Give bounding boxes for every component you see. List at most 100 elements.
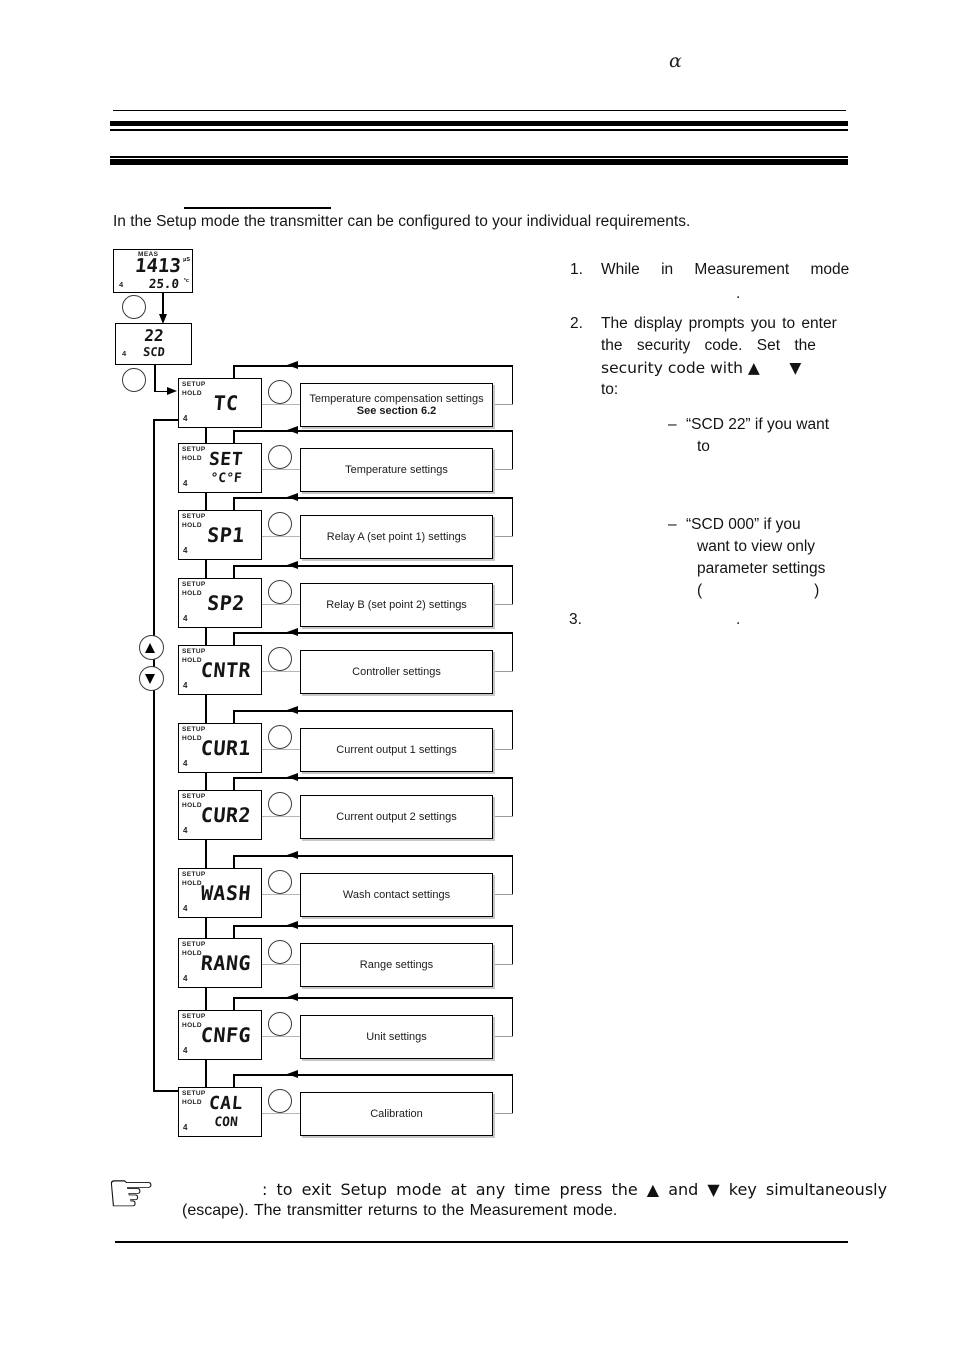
- enter-button[interactable]: [268, 647, 292, 671]
- setup-annunciator: SETUP: [182, 648, 206, 655]
- enter-button[interactable]: [268, 792, 292, 816]
- return-line-stub: [493, 670, 513, 673]
- bullet-2-line1: “SCD 000” if you: [686, 516, 801, 533]
- display-desc-connector: [262, 963, 300, 966]
- setup-annunciator: SETUP: [182, 726, 206, 733]
- bullet-2-line4: ( ): [697, 582, 820, 599]
- hold-annunciator: HOLD: [182, 455, 203, 462]
- return-line-stub: [493, 1035, 513, 1038]
- return-line: [233, 565, 513, 567]
- security-code-display: 22 SCD 4: [115, 323, 192, 365]
- return-line-right: [511, 1074, 513, 1114]
- instruction-1-period: .: [736, 285, 741, 302]
- enter-key-button[interactable]: [122, 368, 146, 392]
- conductivity-unit: µS: [183, 257, 190, 263]
- enter-button[interactable]: [268, 445, 292, 469]
- left-arrowhead-icon: [287, 425, 298, 434]
- down-arrow-icon: [145, 673, 156, 684]
- lcd-badge: 4: [183, 546, 188, 555]
- lcd-sub-text: CON: [213, 1115, 239, 1130]
- desc-box: Current output 2 settings: [300, 795, 493, 839]
- lcd-badge: 4: [183, 974, 188, 983]
- return-line-stub: [493, 748, 513, 751]
- flow-line-down: [162, 293, 164, 316]
- setup-annunciator: SETUP: [182, 871, 206, 878]
- desc-text: Current output 2 settings: [336, 811, 457, 823]
- enter-button[interactable]: [268, 870, 292, 894]
- note-line1: : to exit Setup mode at any time press t…: [262, 1180, 888, 1199]
- desc-text: Temperature settings: [345, 464, 448, 476]
- hold-annunciator: HOLD: [182, 950, 203, 957]
- hold-annunciator: HOLD: [182, 1022, 203, 1029]
- left-arrowhead-icon: [287, 1069, 298, 1078]
- list-number-2: 2.: [570, 315, 583, 332]
- left-arrowhead-icon: [287, 992, 298, 1001]
- enter-button[interactable]: [268, 380, 292, 404]
- display-desc-connector: [262, 603, 300, 606]
- enter-button[interactable]: [268, 580, 292, 604]
- left-arrowhead-icon: [287, 772, 298, 781]
- lcd-badge: 4: [183, 904, 188, 913]
- bullet-2-line2: want to view only: [697, 538, 816, 555]
- scd-label: SCD: [142, 345, 166, 359]
- lcd-display-cal: SETUP HOLD CAL CON 4: [178, 1087, 262, 1137]
- return-line: [233, 997, 513, 999]
- return-line-right: [511, 365, 513, 405]
- desc-box: Wash contact settings: [300, 873, 493, 917]
- desc-text: Wash contact settings: [342, 889, 451, 901]
- menu-row-cur1: SETUP HOLD CUR1 4 Current output 1 setti…: [0, 705, 954, 774]
- down-key-button[interactable]: [139, 666, 164, 691]
- desc-text: Unit settings: [366, 1031, 427, 1043]
- return-line-drop: [233, 710, 235, 724]
- lcd-display-sp1: SETUP HOLD SP1 4: [178, 510, 262, 560]
- return-line-drop: [233, 1074, 235, 1088]
- return-line-right: [511, 855, 513, 895]
- lcd-main-text: SET: [208, 448, 244, 470]
- enter-button[interactable]: [268, 725, 292, 749]
- list-number-3: 3.: [569, 611, 582, 628]
- enter-button[interactable]: [268, 940, 292, 964]
- header-thin-rule: [113, 110, 846, 112]
- display-desc-connector: [262, 670, 300, 673]
- intro-paragraph: In the Setup mode the transmitter can be…: [113, 213, 691, 230]
- display-badge: 4: [119, 280, 124, 289]
- return-line: [233, 497, 513, 499]
- down-arrowhead-icon: [158, 314, 167, 324]
- return-line-stub: [493, 893, 513, 896]
- header-thin-rule-3: [110, 156, 848, 158]
- desc-text-bold: See section 6.2: [356, 405, 437, 417]
- setup-key-button[interactable]: [122, 295, 146, 319]
- return-line-stub: [493, 403, 513, 406]
- left-arrowhead-icon: [287, 492, 298, 501]
- instruction-3-period: .: [736, 611, 741, 628]
- lcd-main-text: RANG: [199, 951, 253, 975]
- section-title-underline: [184, 207, 331, 209]
- return-line-right: [511, 632, 513, 672]
- temperature-value: 25.0: [148, 276, 180, 291]
- instruction-2-line4: to:: [601, 381, 619, 398]
- right-arrowhead-icon: [167, 387, 177, 395]
- desc-text: Calibration: [370, 1108, 423, 1120]
- enter-button[interactable]: [268, 1089, 292, 1113]
- enter-button[interactable]: [268, 1012, 292, 1036]
- bullet-dash: –: [668, 416, 677, 433]
- alpha-symbol: α: [669, 50, 682, 72]
- lcd-main-text: CNTR: [199, 658, 253, 682]
- lcd-display-rang: SETUP HOLD RANG 4: [178, 938, 262, 988]
- desc-box: Unit settings: [300, 1015, 493, 1059]
- hold-annunciator: HOLD: [182, 1099, 203, 1106]
- return-line: [233, 777, 513, 779]
- lcd-display-cur1: SETUP HOLD CUR1 4: [178, 723, 262, 773]
- lcd-sub-text: °C°F: [209, 471, 243, 486]
- display-desc-connector: [262, 468, 300, 471]
- setup-annunciator: SETUP: [182, 793, 206, 800]
- note-line2: (escape). The transmitter returns to the…: [182, 1202, 618, 1219]
- return-line: [233, 855, 513, 857]
- return-line: [233, 925, 513, 927]
- desc-box: Temperature settings: [300, 448, 493, 492]
- return-line: [233, 365, 513, 367]
- return-line: [233, 632, 513, 634]
- enter-button[interactable]: [268, 512, 292, 536]
- up-key-button[interactable]: [139, 635, 164, 660]
